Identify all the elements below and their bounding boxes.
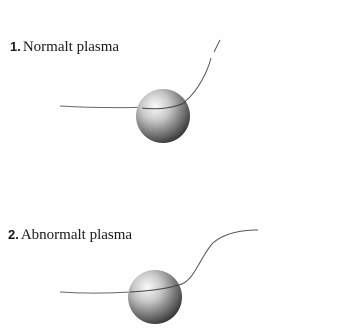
steel-ball	[136, 89, 190, 143]
figure-2-caption: 2.Abnormalt plasma	[8, 226, 132, 244]
figure-abnormal-plasma: 2.Abnormalt plasma	[0, 168, 343, 336]
normal-plasma-illustration	[0, 0, 343, 168]
figure-1-label: Normalt plasma	[23, 39, 119, 55]
thread-rising-line	[184, 58, 211, 102]
figure-2-number: 2.	[8, 227, 19, 242]
figure-1-number: 1.	[10, 39, 21, 54]
figure-1-caption: 1.Normalt plasma	[10, 38, 119, 56]
thread-top-line	[214, 40, 220, 52]
figure-normal-plasma: 1.Normalt plasma	[0, 0, 343, 168]
steel-ball	[128, 270, 182, 324]
thread-left-line	[60, 106, 150, 108]
abnormal-plasma-illustration	[0, 168, 343, 336]
figure-2-label: Abnormalt plasma	[21, 227, 132, 243]
thread-left-line	[60, 292, 130, 293]
thread-rising-line	[182, 230, 258, 284]
